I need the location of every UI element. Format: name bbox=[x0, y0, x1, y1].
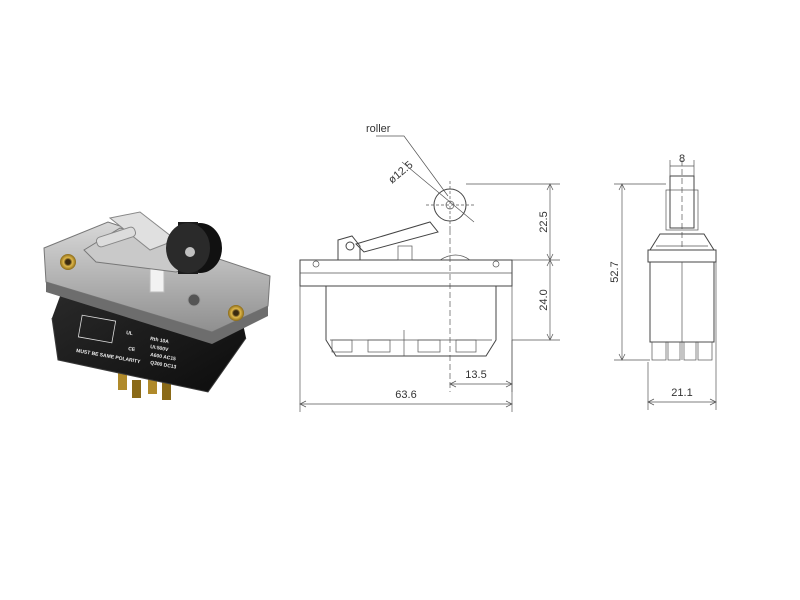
terminals-side bbox=[651, 341, 713, 361]
dim-24-0: 24.0 bbox=[538, 289, 550, 310]
rating-line-2: Ui:500V bbox=[150, 344, 170, 353]
ul-mark: UL bbox=[126, 330, 134, 337]
lever-bracket-front bbox=[337, 235, 361, 260]
terminal bbox=[148, 374, 157, 394]
switch-photo: MUST BE SAME POLARITY UL CE Rth 10A Ui:5… bbox=[43, 211, 271, 400]
terminal bbox=[132, 380, 141, 398]
dim-13-5: 13.5 bbox=[465, 369, 486, 381]
mounting-hole bbox=[60, 254, 76, 270]
rating-line-3: A600 AC15 bbox=[150, 352, 177, 362]
side-view-drawing: 8 52.7 21.1 bbox=[609, 153, 717, 410]
lever-arm-front bbox=[355, 221, 439, 253]
roller-label: roller bbox=[366, 123, 391, 135]
flange-side bbox=[647, 249, 717, 263]
dim-22-5: 22.5 bbox=[538, 211, 550, 232]
roller-diameter-label: ø12.5 bbox=[386, 159, 415, 186]
rating-line-1: Rth 10A bbox=[150, 336, 170, 345]
plunger-front bbox=[397, 245, 413, 261]
terminal bbox=[162, 382, 171, 400]
dim-63-6: 63.6 bbox=[395, 389, 416, 401]
ce-mark: CE bbox=[128, 346, 137, 353]
roller-axle bbox=[185, 247, 195, 257]
front-terminals bbox=[331, 330, 477, 356]
front-view-drawing: roller ø12.5 22.5 24.0 63.6 13.5 bbox=[299, 123, 560, 412]
front-body bbox=[325, 286, 497, 357]
wiring-symbol bbox=[77, 314, 117, 344]
dim-8: 8 bbox=[679, 153, 685, 165]
mounting-hole bbox=[228, 305, 244, 321]
dim-21-1: 21.1 bbox=[671, 387, 692, 399]
pivot-pin bbox=[95, 226, 137, 248]
bracket-side bbox=[649, 233, 715, 251]
terminal bbox=[118, 370, 127, 390]
rating-line-4: Q300 DC13 bbox=[150, 360, 177, 371]
plunger-hole bbox=[187, 293, 201, 307]
dim-52-7: 52.7 bbox=[609, 261, 621, 282]
